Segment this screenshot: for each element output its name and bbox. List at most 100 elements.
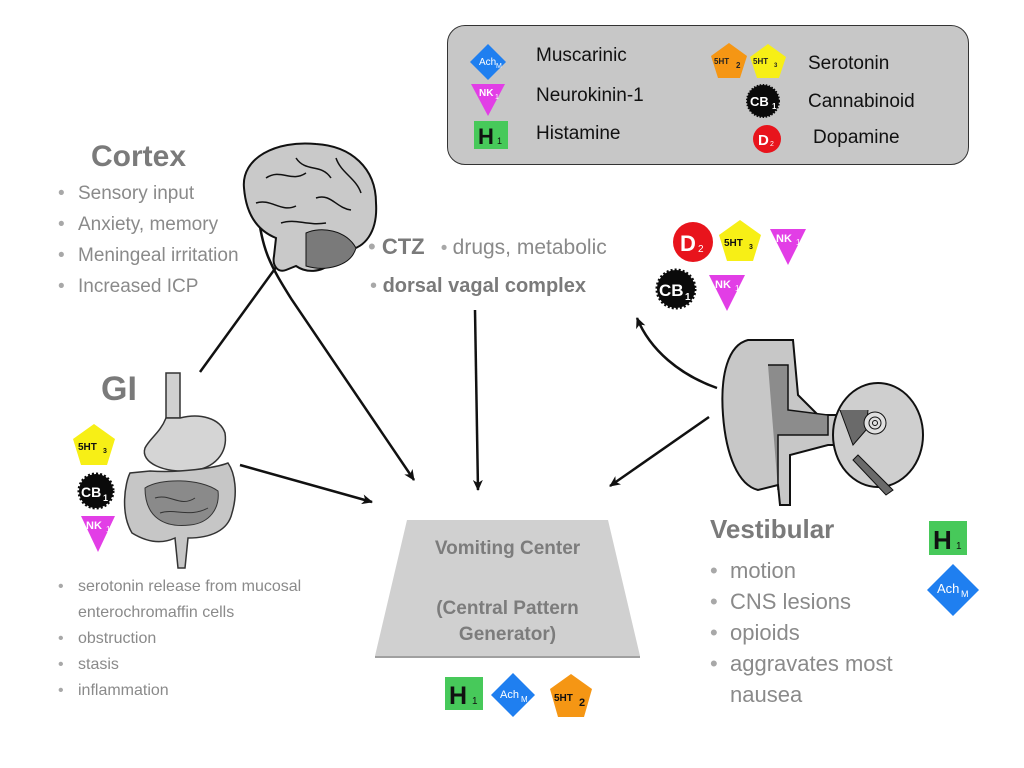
gi-heading: GI (101, 370, 137, 408)
svg-text:D: D (758, 132, 769, 149)
ctz-line: • CTZ • drugs, metabolic (368, 234, 607, 259)
svg-text:H: H (933, 525, 952, 555)
svg-text:M: M (521, 695, 528, 704)
svg-text:H: H (449, 682, 467, 710)
svg-text:1: 1 (796, 238, 801, 247)
arrow-ctz-to-vomiting-center (472, 309, 483, 491)
vomiting-center-subtitle-line1: (Central Pattern (436, 598, 579, 619)
svg-text:1: 1 (497, 136, 502, 146)
vestibular-item: motion (710, 555, 893, 586)
ear-icon (718, 335, 928, 510)
vomiting-center-subtitle-line2: Generator) (458, 624, 557, 645)
serotonin-receptor-icon: 5HT 2 5HT 3 (710, 42, 788, 80)
svg-text:CB: CB (750, 94, 769, 109)
svg-text:2: 2 (736, 61, 741, 70)
svg-text:1: 1 (956, 541, 962, 552)
vestibular-item: CNS lesions (710, 586, 893, 617)
svg-text:NK: NK (776, 233, 792, 245)
legend-label-histamine: Histamine (536, 123, 621, 144)
svg-text:1: 1 (735, 284, 740, 293)
digestive-tract-icon (120, 372, 250, 569)
svg-text:1: 1 (772, 102, 777, 111)
svg-text:2: 2 (770, 141, 774, 148)
arrow-vestibular-to-vomiting-center (609, 415, 710, 488)
svg-text:NK: NK (715, 279, 731, 291)
svg-text:D: D (680, 231, 696, 256)
gi-list: serotonin release from mucosal enterochr… (58, 574, 301, 704)
vestibular-item-continuation-text: nausea (730, 682, 803, 707)
cortex-item: Anxiety, memory (58, 209, 239, 240)
brain-icon (236, 138, 381, 278)
svg-text:Ach: Ach (479, 57, 496, 68)
svg-text:5HT: 5HT (714, 57, 729, 66)
arrow-gi-to-vomiting-center (239, 463, 373, 505)
neurokinin-receptor-icon: NK 1 (79, 514, 117, 554)
gi-item: inflammation (58, 678, 301, 704)
svg-text:1: 1 (472, 696, 478, 707)
dvc-label: dorsal vagal complex (382, 275, 586, 297)
cortex-item: Meningeal irritation (58, 240, 239, 271)
svg-text:M: M (496, 63, 502, 70)
neurokinin-receptor-icon: NK 1 (768, 227, 808, 267)
cortex-item: Sensory input (58, 178, 239, 209)
legend-label-cannabinoid: Cannabinoid (808, 91, 915, 112)
vestibular-item: opioids (710, 617, 893, 648)
vestibular-list: motion CNS lesions opioids aggravates mo… (710, 555, 893, 710)
vestibular-heading: Vestibular (710, 514, 835, 544)
svg-text:CB: CB (81, 484, 101, 500)
gi-item-continuation: enterochromaffin cells (58, 600, 301, 626)
svg-text:H: H (478, 124, 494, 149)
serotonin-2-receptor-icon: 5HT 2 (549, 673, 593, 719)
serotonin-3-receptor-icon: 5HT 3 (72, 423, 116, 467)
svg-text:3: 3 (749, 244, 753, 251)
vestibular-item: aggravates most (710, 648, 893, 679)
svg-text:1: 1 (106, 525, 111, 534)
svg-text:5HT: 5HT (78, 442, 97, 453)
gi-item: serotonin release from mucosal (58, 574, 301, 600)
ctz-detail: drugs, metabolic (452, 236, 607, 259)
vomiting-center-box (375, 520, 640, 658)
svg-text:2: 2 (698, 244, 704, 255)
cortex-heading: Cortex (91, 140, 187, 173)
svg-text:5HT: 5HT (554, 693, 573, 704)
gi-item: stasis (58, 652, 301, 678)
svg-text:3: 3 (774, 63, 778, 69)
legend-label-neurokinin: Neurokinin-1 (536, 85, 644, 106)
serotonin-3-receptor-icon: 5HT 3 (718, 219, 762, 263)
legend-label-muscarinic: Muscarinic (536, 45, 627, 66)
svg-text:Ach: Ach (500, 689, 519, 701)
svg-text:CB: CB (659, 281, 684, 300)
dvc-line: • dorsal vagal complex (370, 275, 586, 297)
svg-text:2: 2 (579, 697, 585, 709)
svg-text:5HT: 5HT (724, 238, 743, 249)
svg-text:1: 1 (103, 493, 108, 503)
svg-text:NK: NK (86, 520, 102, 532)
svg-text:Ach: Ach (937, 581, 959, 596)
cortex-item: Increased ICP (58, 271, 239, 302)
vestibular-item-continuation: nausea (710, 679, 893, 710)
svg-text:5HT: 5HT (753, 57, 768, 66)
svg-text:NK: NK (479, 88, 494, 99)
legend-label-dopamine: Dopamine (813, 127, 900, 148)
svg-text:1: 1 (495, 94, 499, 101)
svg-text:1: 1 (685, 292, 691, 303)
svg-text:M: M (961, 589, 969, 599)
svg-text:3: 3 (103, 448, 107, 455)
legend-label-serotonin: Serotonin (808, 53, 890, 74)
vomiting-center-title: Vomiting Center (434, 538, 581, 559)
gi-item-continuation-text: enterochromaffin cells (78, 604, 235, 621)
ctz-heading: CTZ (381, 234, 425, 259)
